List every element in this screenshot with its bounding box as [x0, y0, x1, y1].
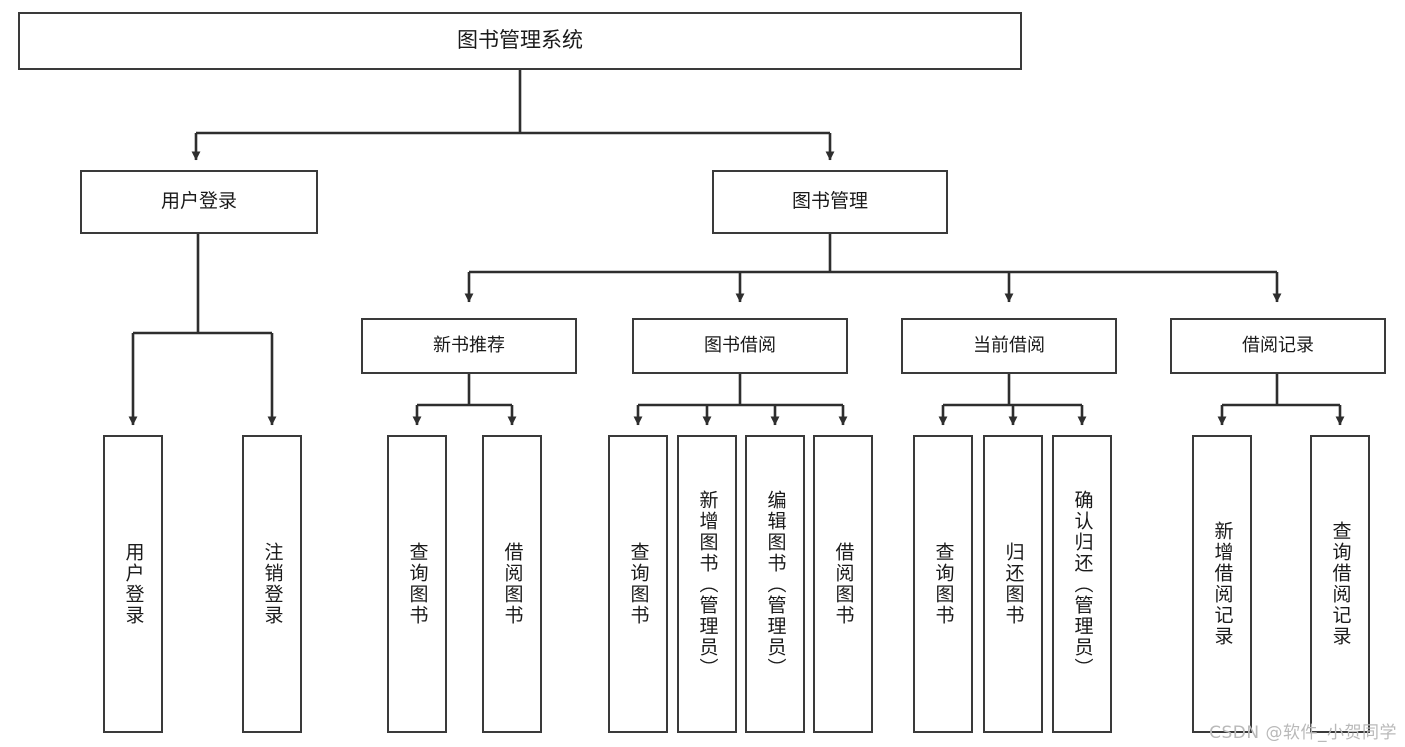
- node-label: 图书借阅: [704, 334, 776, 356]
- node-leaf-add-book[interactable]: 新增图书（管理员）: [677, 435, 737, 733]
- node-borrow-record[interactable]: 借阅记录: [1170, 318, 1386, 374]
- node-current-borrow[interactable]: 当前借阅: [901, 318, 1117, 374]
- node-label: 确认归还（管理员）: [1071, 489, 1094, 679]
- node-leaf-borrow-book[interactable]: 借阅图书: [813, 435, 873, 733]
- node-leaf-user-login[interactable]: 用户登录: [103, 435, 163, 733]
- node-root-book-management-system[interactable]: 图书管理系统: [18, 12, 1022, 70]
- node-label: 编辑图书（管理员）: [764, 489, 787, 679]
- node-leaf-query-book-current[interactable]: 查询图书: [913, 435, 973, 733]
- node-book-borrow[interactable]: 图书借阅: [632, 318, 848, 374]
- node-label: 图书管理: [791, 190, 868, 213]
- node-label: 借阅图书: [832, 542, 855, 626]
- node-label: 查询图书: [627, 542, 650, 626]
- watermark-text: CSDN @软件_小贺同学: [1209, 723, 1397, 743]
- node-label: 图书管理系统: [457, 28, 583, 53]
- node-label: 用户登录: [160, 190, 237, 213]
- node-label: 借阅记录: [1242, 334, 1314, 356]
- node-label: 新书推荐: [433, 334, 505, 356]
- node-label: 归还图书: [1002, 542, 1025, 626]
- node-label: 注销登录: [261, 542, 284, 626]
- node-leaf-query-borrow-record[interactable]: 查询借阅记录: [1310, 435, 1370, 733]
- node-user-login[interactable]: 用户登录: [80, 170, 318, 234]
- node-leaf-query-book-borrow[interactable]: 查询图书: [608, 435, 668, 733]
- node-label: 借阅图书: [501, 542, 524, 626]
- node-leaf-confirm-return[interactable]: 确认归还（管理员）: [1052, 435, 1112, 733]
- node-label: 用户登录: [122, 542, 145, 626]
- node-label: 当前借阅: [973, 334, 1045, 356]
- node-leaf-return-book[interactable]: 归还图书: [983, 435, 1043, 733]
- node-book-manage[interactable]: 图书管理: [712, 170, 948, 234]
- node-leaf-logout-login[interactable]: 注销登录: [242, 435, 302, 733]
- node-leaf-borrow-book-recommend[interactable]: 借阅图书: [482, 435, 542, 733]
- node-leaf-edit-book[interactable]: 编辑图书（管理员）: [745, 435, 805, 733]
- node-label: 新增图书（管理员）: [696, 489, 719, 679]
- node-new-book-recommend[interactable]: 新书推荐: [361, 318, 577, 374]
- node-leaf-query-book-recommend[interactable]: 查询图书: [387, 435, 447, 733]
- node-label: 查询图书: [406, 542, 429, 626]
- node-label: 查询图书: [932, 542, 955, 626]
- node-label: 新增借阅记录: [1211, 521, 1234, 647]
- node-leaf-add-borrow-record[interactable]: 新增借阅记录: [1192, 435, 1252, 733]
- node-label: 查询借阅记录: [1329, 521, 1352, 647]
